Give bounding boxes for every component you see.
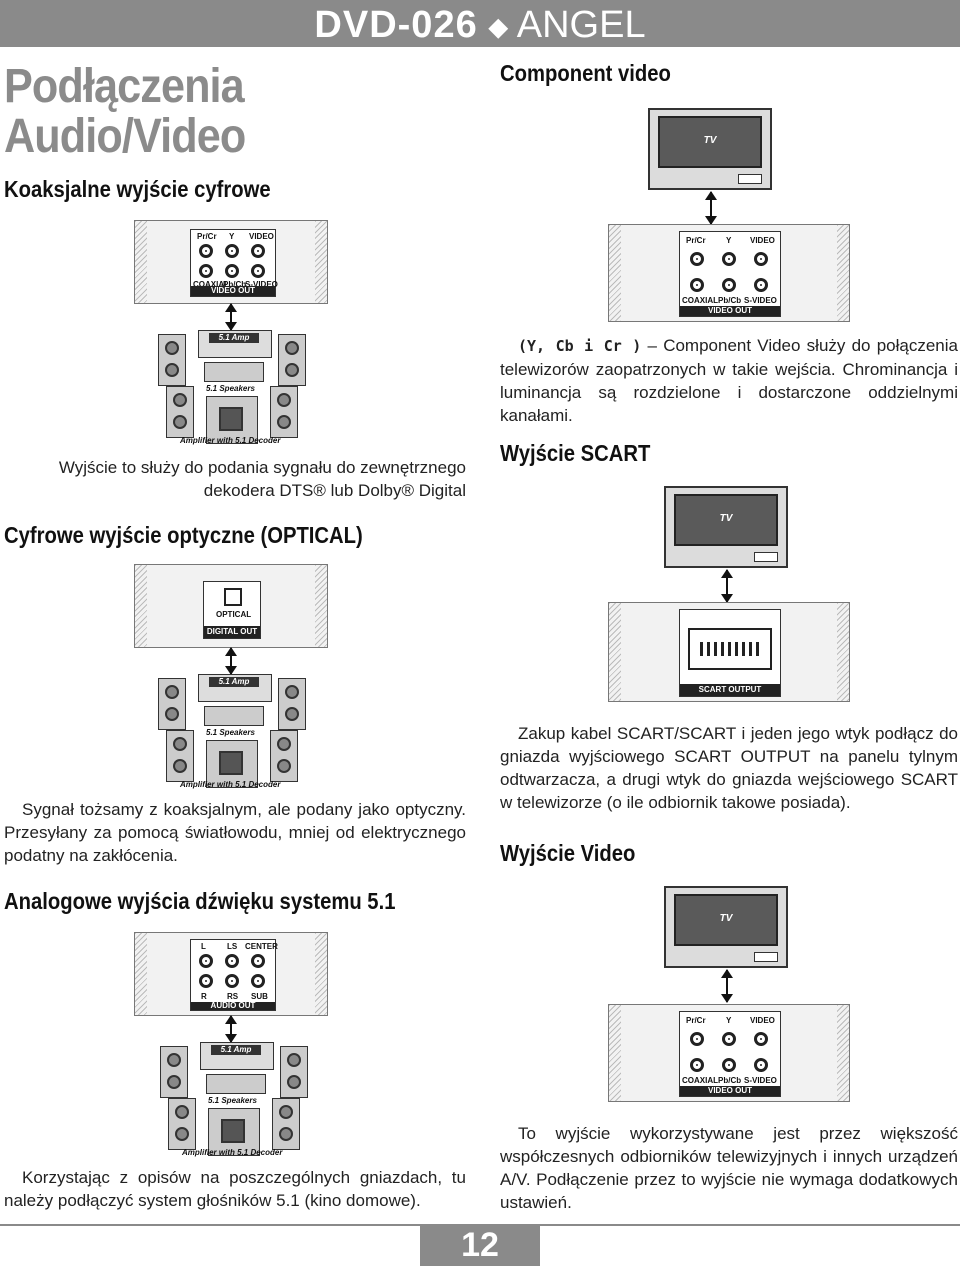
jack-svideo[interactable] xyxy=(754,278,768,292)
coaxial-text: Wyjście to służy do podania sygnału do z… xyxy=(58,458,466,500)
connection-arrow xyxy=(225,647,237,675)
page-title: Podłączenia Audio/Video xyxy=(4,60,246,163)
page-number: 12 xyxy=(420,1224,540,1266)
video-out-jacks: Pr/Cr Y VIDEO COAXIAL Pb/Cb S-VIDEO VIDE… xyxy=(190,229,278,297)
jack-sub[interactable] xyxy=(251,974,265,988)
jack-rs[interactable] xyxy=(225,974,239,988)
coaxial-amp-diagram: 5.1 Amp 5.1 Speakers Amplifier with 5.1 … xyxy=(150,328,320,446)
speaker-icon xyxy=(166,386,194,438)
video-rear-panel: Pr/Cr Y VIDEO COAXIAL Pb/Cb S-VIDEO VIDE… xyxy=(608,1004,850,1102)
optical-rear-panel: OPTICAL DIGITAL OUT xyxy=(134,564,328,648)
speaker-icon xyxy=(270,730,298,782)
tv-icon: TV xyxy=(664,886,788,968)
jack-l[interactable] xyxy=(199,954,213,968)
video-text: To wyjście wykorzystywane jest przez wię… xyxy=(500,1124,958,1212)
component-heading: Component video xyxy=(500,60,671,86)
jack-pb[interactable] xyxy=(722,1058,736,1072)
speaker-icon xyxy=(280,1046,308,1098)
jack-svideo[interactable] xyxy=(251,264,265,278)
center-speaker-icon xyxy=(204,706,264,726)
analog-amp-diagram: 5.1 Amp 5.1 Speakers Amplifier with 5.1 … xyxy=(152,1040,322,1158)
scart-socket-icon[interactable] xyxy=(688,628,772,670)
jack-pb[interactable] xyxy=(225,264,239,278)
subwoofer-icon xyxy=(206,396,258,444)
scart-output-jack: SCART OUTPUT xyxy=(679,609,781,697)
connection-arrow xyxy=(225,303,237,331)
diamond-icon: ◆ xyxy=(488,11,509,42)
jack-video[interactable] xyxy=(754,252,768,266)
analog-heading: Analogowe wyjścia dźwięku systemu 5.1 xyxy=(4,888,396,914)
amp-unit: 5.1 Amp xyxy=(198,330,272,358)
scart-rear-panel: SCART OUTPUT xyxy=(608,602,850,702)
connection-arrow xyxy=(705,191,717,225)
brand-name: ANGEL xyxy=(516,4,646,46)
jack-coaxial[interactable] xyxy=(690,1058,704,1072)
scart-heading: Wyjście SCART xyxy=(500,440,651,466)
tv-icon: TV xyxy=(648,108,772,190)
connection-arrow xyxy=(721,969,733,1003)
jack-ls[interactable] xyxy=(225,954,239,968)
amp-unit: 5.1 Amp xyxy=(198,674,272,702)
component-text: (Y, Cb i Cr ) – Component Video służy do… xyxy=(500,336,958,425)
speaker-icon xyxy=(278,678,306,730)
optical-amp-diagram: 5.1 Amp 5.1 Speakers Amplifier with 5.1 … xyxy=(150,672,320,790)
jack-coaxial[interactable] xyxy=(690,278,704,292)
coaxial-rear-panel: Pr/Cr Y VIDEO COAXIAL Pb/Cb S-VIDEO VIDE… xyxy=(134,220,328,304)
optical-text: Sygnał tożsamy z koaksjalnym, ale podany… xyxy=(4,800,466,865)
header-bar xyxy=(0,0,960,47)
center-speaker-icon xyxy=(206,1074,266,1094)
speaker-icon xyxy=(270,386,298,438)
jack-coaxial[interactable] xyxy=(199,264,213,278)
jack-pb[interactable] xyxy=(722,278,736,292)
speaker-icon xyxy=(168,1098,196,1150)
jack-y[interactable] xyxy=(225,244,239,258)
subwoofer-icon xyxy=(208,1108,260,1156)
tv-icon: TV xyxy=(664,486,788,568)
jack-r[interactable] xyxy=(199,974,213,988)
model-name: DVD-026 xyxy=(314,4,478,46)
digital-out-jack: OPTICAL DIGITAL OUT xyxy=(203,581,261,639)
center-speaker-icon xyxy=(204,362,264,382)
optical-port-icon[interactable] xyxy=(224,588,242,606)
jack-video[interactable] xyxy=(251,244,265,258)
video-heading: Wyjście Video xyxy=(500,840,636,866)
speaker-icon xyxy=(278,334,306,386)
analog-text: Korzystając z opisów na poszczególnych g… xyxy=(4,1168,466,1210)
amp-unit: 5.1 Amp xyxy=(200,1042,274,1070)
jack-y[interactable] xyxy=(722,252,736,266)
speaker-icon xyxy=(160,1046,188,1098)
jack-pr[interactable] xyxy=(690,252,704,266)
speaker-icon xyxy=(158,334,186,386)
connection-arrow xyxy=(721,569,733,603)
jack-pr[interactable] xyxy=(690,1032,704,1046)
analog-rear-panel: L LS CENTER R RS SUB AUDIO OUT xyxy=(134,932,328,1016)
audio-out-jacks: L LS CENTER R RS SUB AUDIO OUT xyxy=(190,939,278,1011)
speaker-icon xyxy=(272,1098,300,1150)
scart-text: Zakup kabel SCART/SCART i jeden jego wty… xyxy=(500,724,958,812)
video-out-jacks: Pr/Cr Y VIDEO COAXIAL Pb/Cb S-VIDEO VIDE… xyxy=(679,1011,781,1097)
jack-pr[interactable] xyxy=(199,244,213,258)
speaker-icon xyxy=(158,678,186,730)
header-title: DVD-026 ◆ ANGEL xyxy=(0,4,960,47)
jack-center[interactable] xyxy=(251,954,265,968)
connection-arrow xyxy=(225,1015,237,1043)
speaker-icon xyxy=(166,730,194,782)
coaxial-heading: Koaksjalne wyjście cyfrowe xyxy=(4,176,271,202)
video-out-jacks: Pr/Cr Y VIDEO COAXIAL Pb/Cb S-VIDEO VIDE… xyxy=(679,231,781,317)
subwoofer-icon xyxy=(206,740,258,788)
optical-heading: Cyfrowe wyjście optyczne (OPTICAL) xyxy=(4,522,363,548)
component-rear-panel: Pr/Cr Y VIDEO COAXIAL Pb/Cb S-VIDEO VIDE… xyxy=(608,224,850,322)
jack-svideo[interactable] xyxy=(754,1058,768,1072)
jack-video[interactable] xyxy=(754,1032,768,1046)
jack-y[interactable] xyxy=(722,1032,736,1046)
